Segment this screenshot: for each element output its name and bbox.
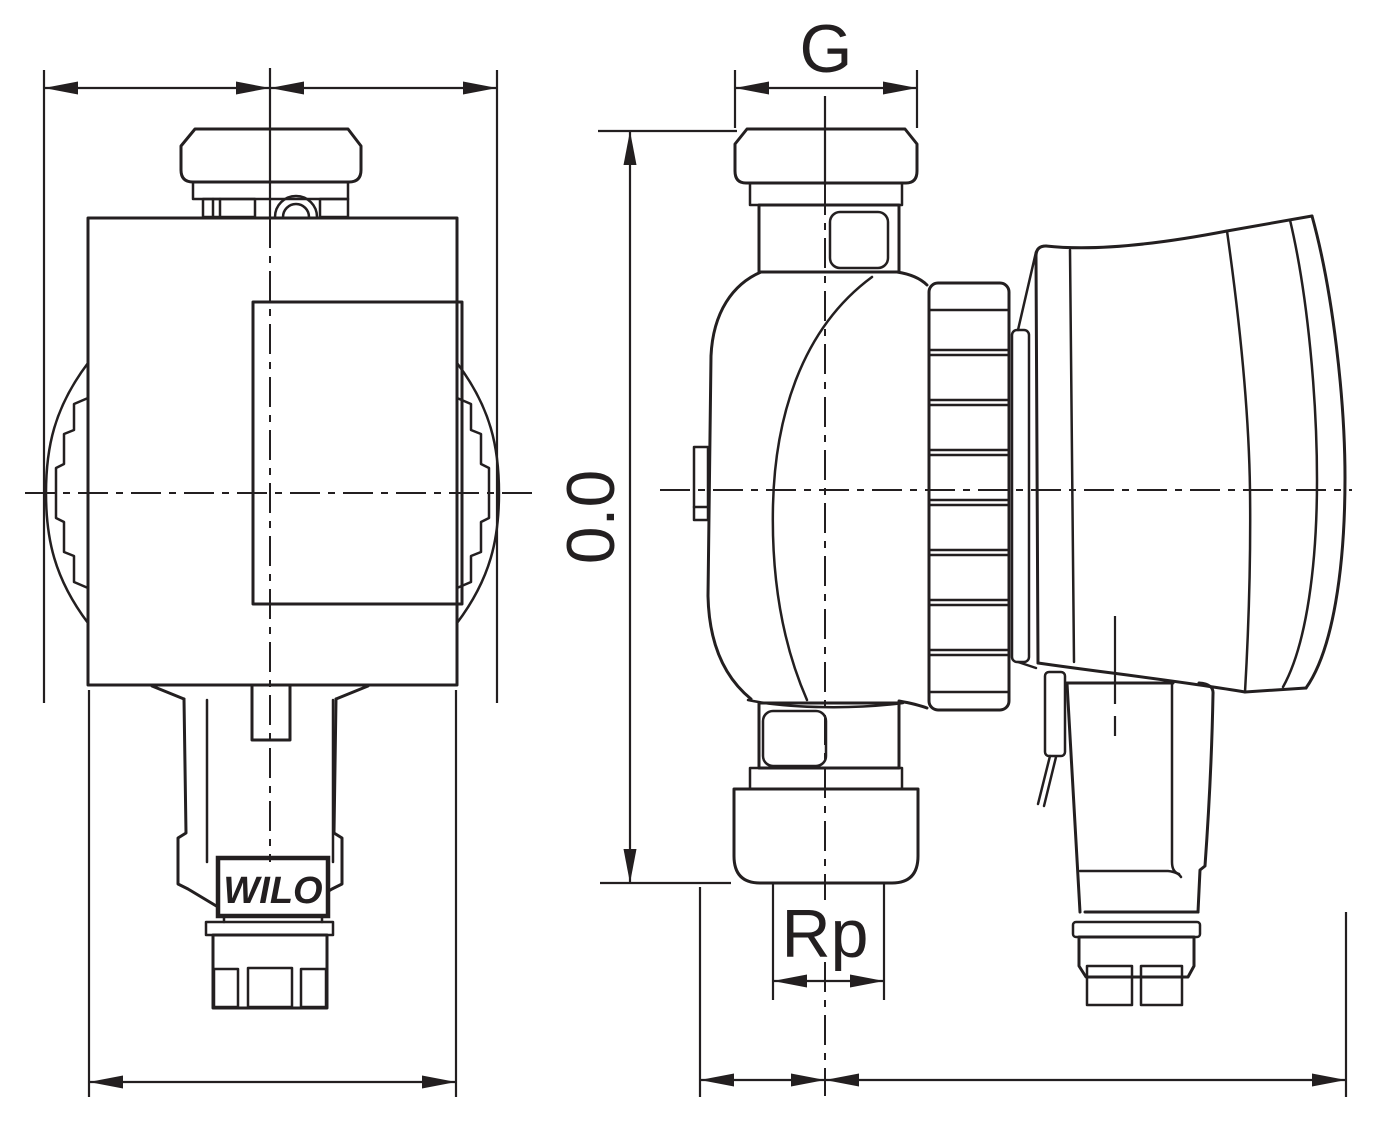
terminal-lever xyxy=(1036,754,1058,808)
motor-terminal-box xyxy=(1036,616,1215,1007)
dimension-label-height: 0.0 xyxy=(553,470,629,565)
motor-bottom-edge xyxy=(1036,661,1247,694)
terminal-clip xyxy=(1043,670,1067,758)
front-pump-body xyxy=(86,216,464,687)
union-nut-ring xyxy=(927,281,1011,712)
front-terminal-box xyxy=(211,933,329,1010)
front-base-dimension xyxy=(87,690,458,1097)
volute-face-curve xyxy=(771,275,874,702)
motor xyxy=(1010,214,1347,694)
front-width-dimension xyxy=(42,68,499,703)
vent-plug-arc xyxy=(273,194,319,219)
side-view: G 0.0 Rp xyxy=(553,11,1352,1097)
motor-top-edge xyxy=(1044,229,1229,250)
dimension-label-rp: Rp xyxy=(782,896,869,972)
front-lower-housing xyxy=(150,683,370,1010)
dimension-label-g: G xyxy=(800,11,853,87)
front-view: WILO xyxy=(25,68,533,1097)
g-dimension: G xyxy=(733,11,919,128)
motor-endcap-outer xyxy=(1304,214,1347,690)
motor-connector xyxy=(1077,935,1196,979)
wilo-logo: WILO xyxy=(215,855,331,919)
side-length-dimension xyxy=(698,887,1348,1097)
front-module-face xyxy=(251,300,464,606)
height-dimension: 0.0 xyxy=(553,129,737,885)
motor-flange-plate xyxy=(1010,328,1031,664)
volute-side-tab xyxy=(692,445,710,522)
rp-dimension: Rp xyxy=(771,884,886,1000)
wilo-logo-text: WILO xyxy=(223,870,322,912)
front-terminal-flange xyxy=(204,920,335,937)
motor-terminal-flange xyxy=(1071,920,1202,939)
knurling-ribs xyxy=(927,348,1011,657)
motor-endcap-inner xyxy=(1281,218,1319,689)
